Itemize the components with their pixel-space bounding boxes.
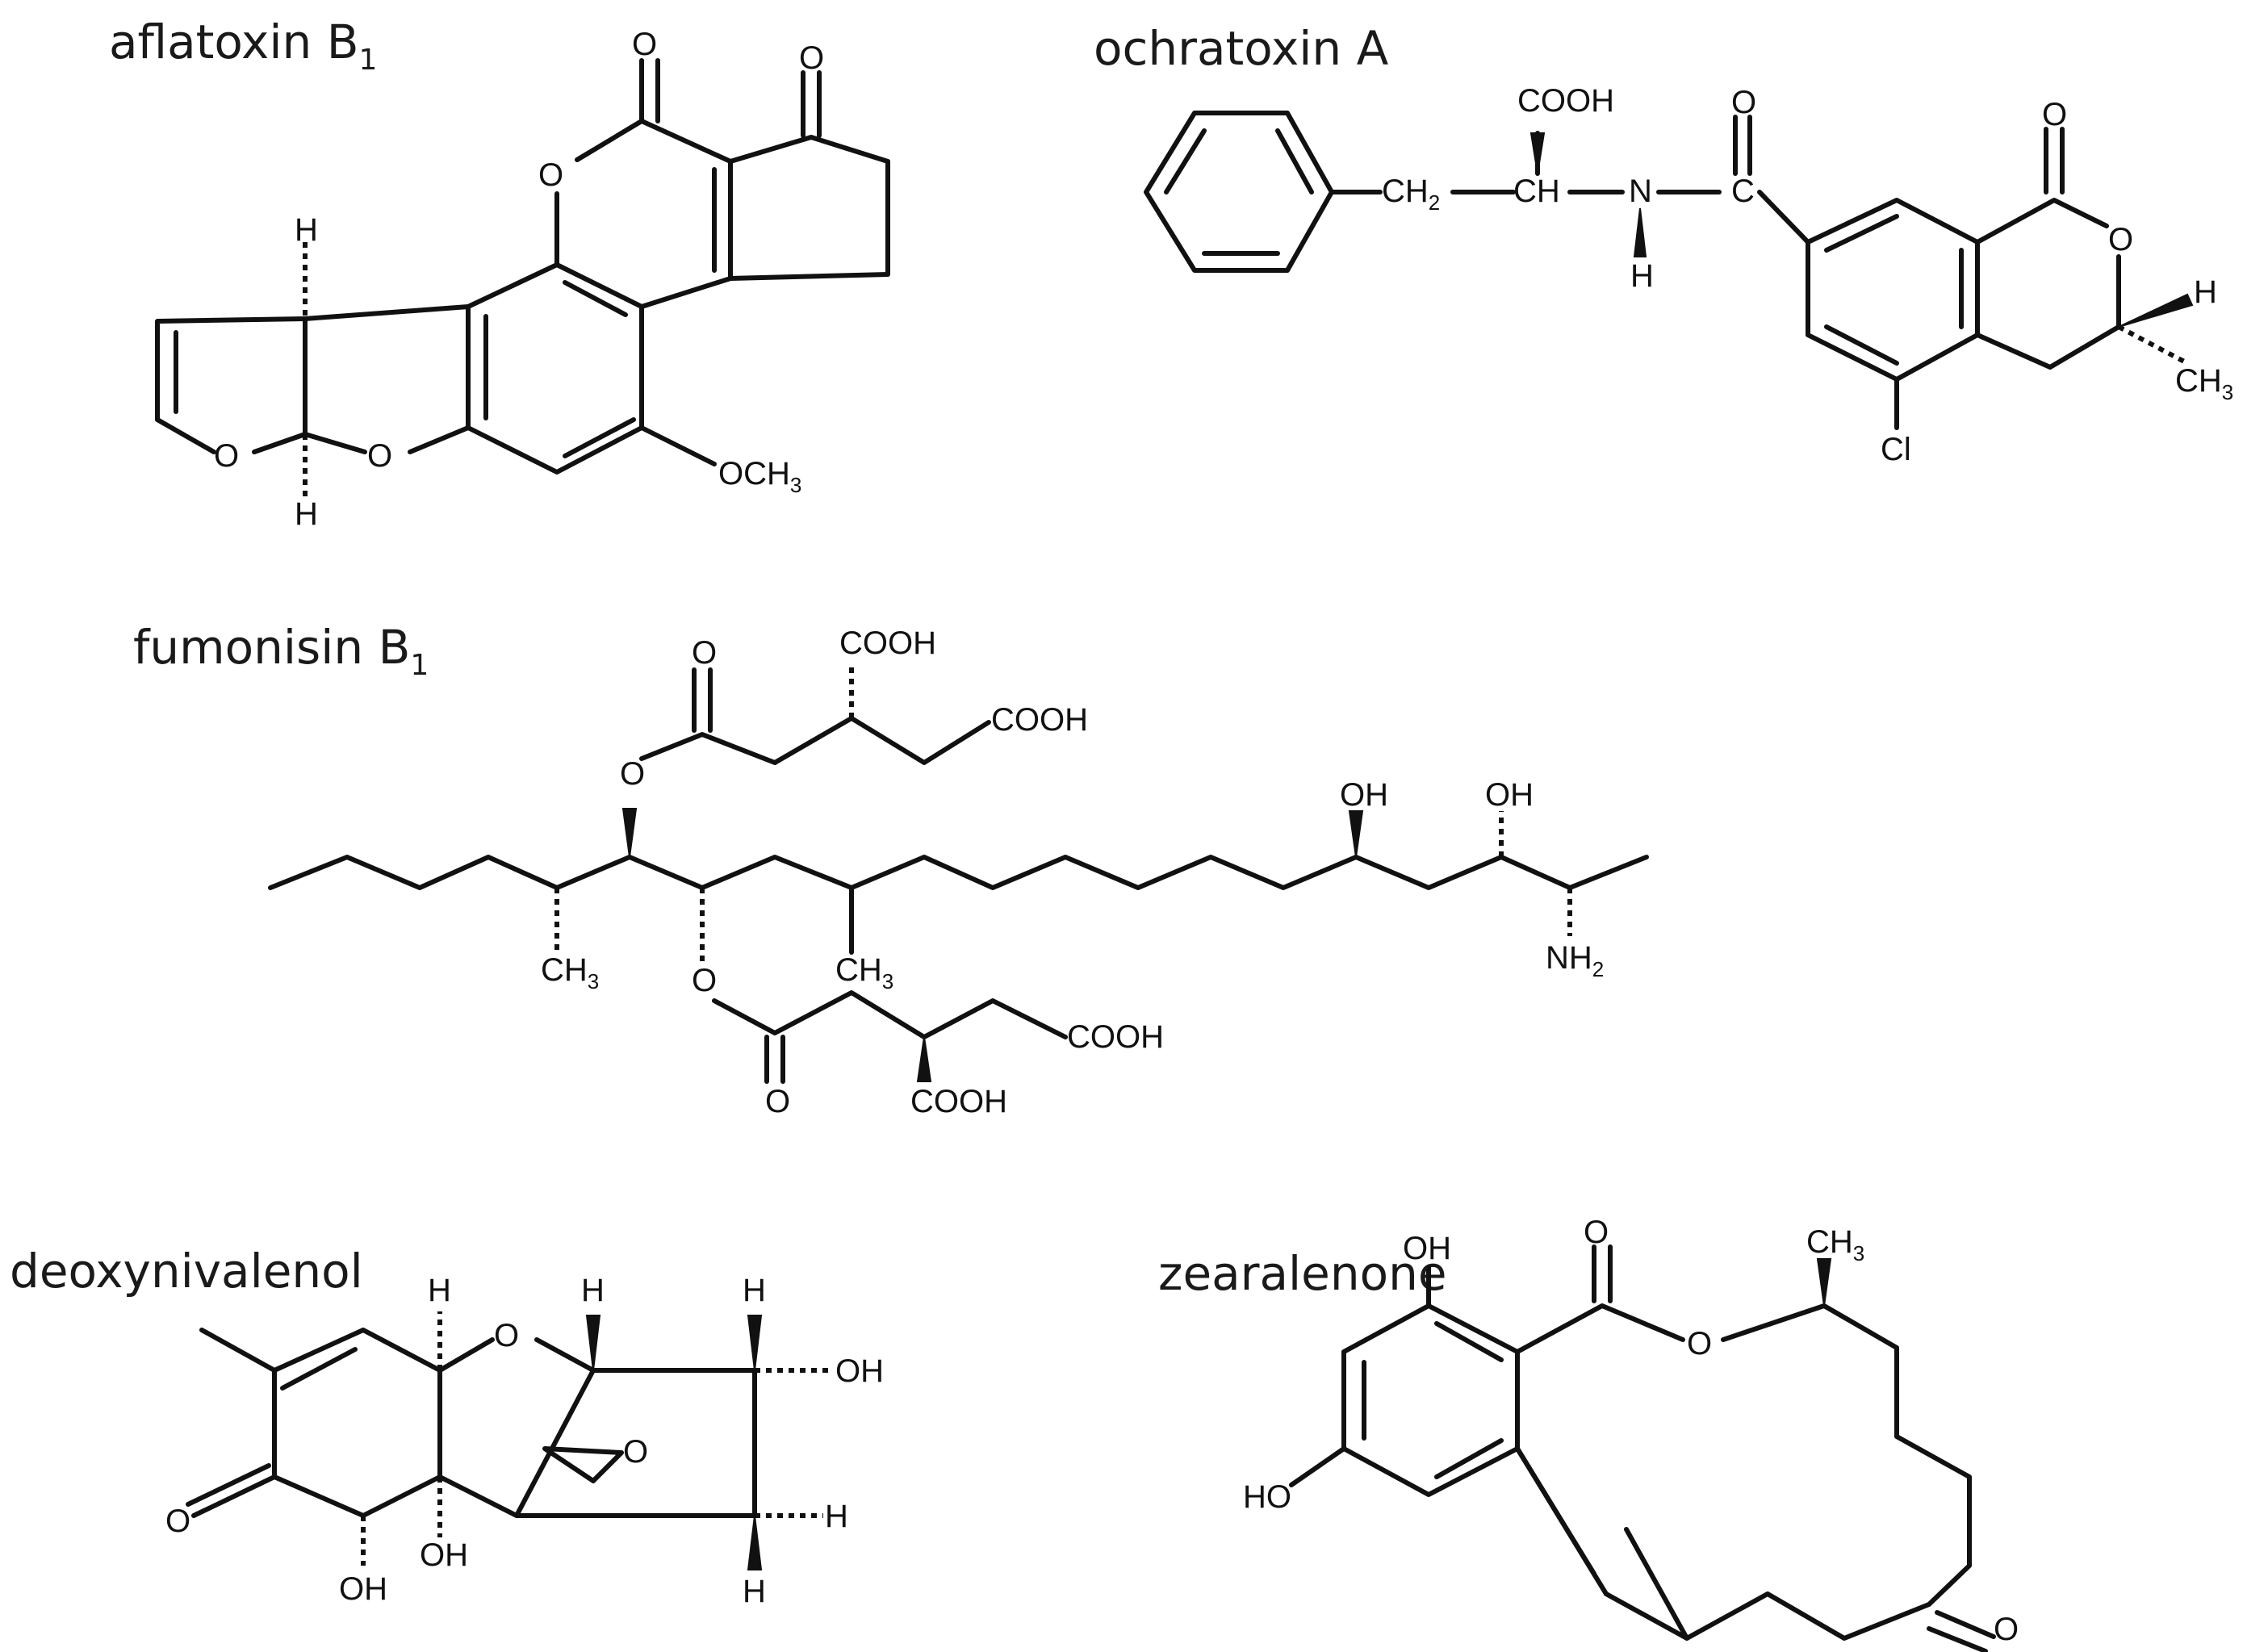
atom-o: O [1731,85,1756,120]
atom-o: O [2108,222,2133,257]
zearalenone-structure: zearalenone OH O O CH3 HO O [1158,1215,2019,1652]
atom-cooh: COOH [991,702,1088,738]
atom-o: O [765,1084,790,1119]
atom-oh: OH [339,1571,387,1607]
atom-o: O [494,1318,519,1353]
atom-o: O [165,1504,190,1539]
atom-cooh: COOH [839,625,936,661]
atom-o: O [1994,1612,2019,1647]
atom-och3: OCH3 [718,456,801,497]
atom-ch3: CH3 [2175,363,2233,404]
atom-oh: OH [1340,777,1388,813]
atom-h: H [295,212,318,248]
atom-oh: OH [420,1537,468,1573]
atom-nh2: NH2 [1546,940,1604,981]
atom-o: O [1584,1215,1609,1250]
atom-o: O [620,756,645,792]
atom-o: O [799,40,824,76]
atom-h: H [1630,258,1654,294]
atom-c: C [1731,174,1755,209]
atom-cooh: COOH [1067,1019,1164,1055]
atom-n: N [1629,174,1652,209]
atom-o: O [632,27,657,62]
fumonisin-b1-structure: fumonisin B1 O COOH COOH O CH3 CH3 O O C… [133,620,1649,1119]
deoxynivalenol-title: deoxynivalenol [10,1244,363,1299]
atom-oh: OH [1485,777,1534,813]
zearalenone-title: zearalenone [1158,1246,1447,1301]
atom-o: O [214,438,239,474]
atom-cl: Cl [1881,432,1911,467]
aflatoxin-title: aflatoxin B1 [109,15,377,77]
atom-h: H [2194,274,2217,310]
atom-oh: OH [835,1353,884,1389]
atom-h: H [295,496,318,532]
atom-o: O [692,635,717,671]
atom-h: H [743,1273,766,1308]
atom-h: H [428,1273,451,1308]
atom-o: O [538,157,563,193]
atom-ch2: CH2 [1382,174,1440,215]
atom-ch3: CH3 [541,952,599,993]
atom-cooh: COOH [910,1084,1007,1119]
atom-o: O [1687,1326,1712,1361]
atom-o: O [623,1434,648,1470]
atom-h: H [743,1574,766,1609]
atom-ho: HO [1243,1479,1291,1515]
atom-o: O [2042,97,2067,132]
atom-o: O [692,963,717,998]
atom-oh: OH [1403,1231,1451,1266]
atom-h: H [825,1499,848,1534]
atom-o: O [367,438,392,474]
ochratoxin-title: ochratoxin A [1094,21,1389,76]
aflatoxin-b1-structure: aflatoxin B1 O O O O O H [109,15,890,532]
atom-ch3: CH3 [835,952,893,993]
atom-cooh: COOH [1517,83,1614,119]
fumonisin-title: fumonisin B1 [133,620,429,682]
atom-ch3: CH3 [1806,1224,1864,1265]
deoxynivalenol-structure: deoxynivalenol H O H H OH O H H O OH OH [10,1244,884,1609]
atom-ch: CH [1513,174,1560,209]
ochratoxin-a-structure: ochratoxin A COOH CH2 CH N H C O [1094,21,2233,467]
atom-h: H [581,1273,605,1308]
